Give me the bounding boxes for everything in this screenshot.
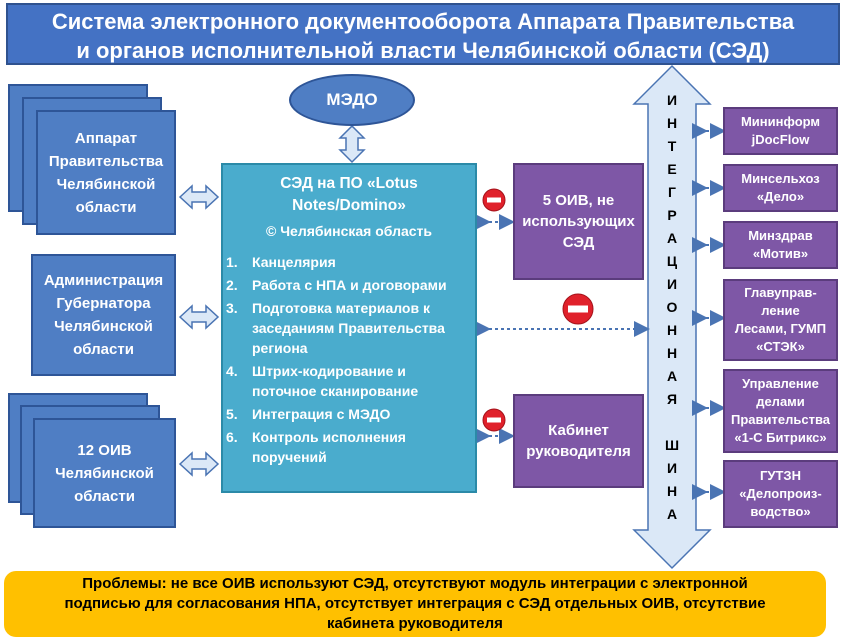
glavupravlenie-lesami-box: Главуправ- ление Лесами, ГУМП «СТЭК» xyxy=(723,279,838,361)
integration-bus-arrow xyxy=(632,64,712,570)
title-line-1: Система электронного документооборота Ап… xyxy=(51,9,795,34)
bus-letter: Н xyxy=(666,483,678,499)
stop-sign-bus xyxy=(562,293,594,325)
cabinet-line-2: руководителя xyxy=(526,443,631,460)
minselhoz-box: Минсельхоз «Дело» xyxy=(723,164,838,212)
cabinet-line-1: Кабинет xyxy=(548,422,609,439)
stop-sign-oiv5 xyxy=(482,188,506,212)
apparat-line-4: области xyxy=(75,198,137,216)
list-item: 5. Интеграция с МЭДО xyxy=(226,406,391,422)
bus-letter: Т xyxy=(667,138,677,154)
bus-letter: А xyxy=(666,506,678,522)
mininform-box: Мининформ jDocFlow xyxy=(723,107,838,155)
medo-ellipse: МЭДО xyxy=(289,74,415,126)
problems-line-1: Проблемы: не все ОИВ используют СЭД, отс… xyxy=(82,575,748,592)
oiv12-box: 12 ОИВ Челябинской области xyxy=(33,418,176,528)
cabinet-box: Кабинет руководителя xyxy=(513,394,644,488)
diagram-title: Система электронного документооборота Ап… xyxy=(6,3,840,65)
bus-letter: Е xyxy=(667,161,677,177)
bus-letter: Н xyxy=(666,322,678,338)
bus-letter: Р xyxy=(667,207,677,223)
admin-line-2: Губернатора xyxy=(56,295,151,312)
stop-sign-cabinet xyxy=(482,408,506,432)
apparat-line-1: Аппарат xyxy=(74,129,138,147)
medo-label: МЭДО xyxy=(326,90,378,109)
minzdrav-box: Минздрав «Мотив» xyxy=(723,221,838,269)
oiv12-line-3: области xyxy=(74,487,135,505)
list-item: 6. Контроль исполнения поручений xyxy=(226,429,406,465)
bus-letter: А xyxy=(666,230,678,246)
double-arrow-oiv12 xyxy=(178,451,220,477)
bus-letter: И xyxy=(666,276,678,292)
bus-letter: Н xyxy=(666,345,678,361)
bus-letter: Ц xyxy=(666,253,678,269)
list-item: 1. Канцелярия xyxy=(226,254,336,270)
admin-line-1: Администрация xyxy=(43,272,164,289)
apparat-line-2: Правительства xyxy=(48,152,164,170)
apparat-box: Аппарат Правительства Челябинской област… xyxy=(36,110,176,235)
sed-function-list: 1. Канцелярия 2. Работа с НПА и договора… xyxy=(223,252,475,467)
oiv12-line-1: 12 ОИВ xyxy=(77,441,132,459)
sed-heading-line-1: СЭД на ПО «Lotus xyxy=(280,175,418,192)
problems-line-2: подписью для согласования НПА, отсутству… xyxy=(64,595,766,612)
oiv12-line-2: Челябинской xyxy=(55,464,154,482)
oiv5-line-2: использующих xyxy=(522,213,635,230)
sed-lotus-box: СЭД на ПО «Lotus Notes/Domino» © Челябин… xyxy=(221,163,477,493)
bus-letter: Ш xyxy=(664,437,680,453)
list-item: 2. Работа с НПА и договорами xyxy=(226,277,447,293)
sed-heading-line-2: Notes/Domino» xyxy=(292,197,406,214)
double-arrow-apparat xyxy=(178,184,220,210)
oiv5-line-1: 5 ОИВ, не xyxy=(542,192,615,209)
double-arrow-admin xyxy=(178,304,220,330)
bus-letter: О xyxy=(666,299,678,315)
bus-letter: Я xyxy=(666,391,678,407)
oiv5-box: 5 ОИВ, не использующих СЭД xyxy=(513,163,644,280)
admin-line-4: области xyxy=(73,341,134,358)
admin-line-3: Челябинской xyxy=(54,318,153,335)
sed-copyright: © Челябинская область xyxy=(265,223,433,239)
title-line-2: и органов исполнительной власти Челябинс… xyxy=(76,38,770,63)
integration-bus-label: И Н Т Е Г Р А Ц И О Н Н А Я Ш И Н А xyxy=(648,92,696,532)
admin-box: Администрация Губернатора Челябинской об… xyxy=(31,254,176,376)
problems-banner: Проблемы: не все ОИВ используют СЭД, отс… xyxy=(4,571,826,637)
bus-letter: И xyxy=(666,460,678,476)
bus-letter: Н xyxy=(666,115,678,131)
bus-letter: И xyxy=(666,92,678,108)
list-item: 4. Штрих-кодирование и поточное сканиров… xyxy=(226,363,419,399)
list-item: 3. Подготовка материалов к заседаниям Пр… xyxy=(226,300,445,356)
double-arrow-medo xyxy=(338,124,366,164)
upravlenie-delami-box: Управление делами Правительства «1-С Бит… xyxy=(723,369,838,453)
oiv5-line-3: СЭД xyxy=(562,234,595,251)
bus-letter: Г xyxy=(668,184,676,200)
bus-letter: А xyxy=(666,368,678,384)
problems-line-3: кабинета руководителя xyxy=(327,615,503,632)
gutzn-box: ГУТЗН «Делопроиз- водство» xyxy=(723,460,838,528)
apparat-line-3: Челябинской xyxy=(56,175,156,193)
